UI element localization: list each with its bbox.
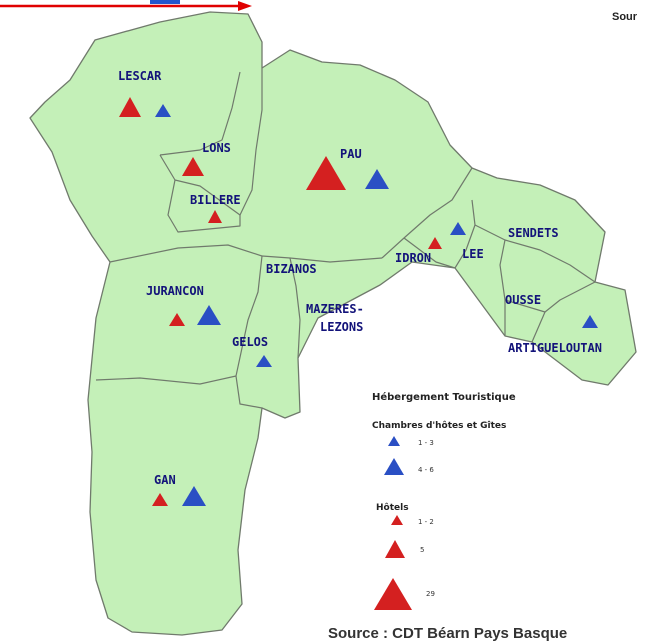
legend-chambres-title: Chambres d'hôtes et Gîtes [372, 420, 506, 431]
legend-chambre-large [384, 458, 404, 475]
legend: Hébergement Touristique Chambres d'hôtes… [372, 391, 516, 610]
header-source-fragment: Sour [612, 11, 638, 23]
label-pau: PAU [340, 147, 362, 161]
label-ousse: OUSSE [505, 293, 541, 307]
label-billere: BILLERE [190, 193, 241, 207]
chambre-marker-artigueloutan [582, 315, 598, 328]
chambre-marker-lee [450, 222, 466, 235]
legend-hotel-small [391, 515, 403, 525]
label-artigueloutan: ARTIGUELOUTAN [508, 341, 602, 355]
label-gelos: GELOS [232, 335, 268, 349]
legend-hotel-medium-label: 5 [420, 546, 424, 554]
legend-hotels-title: Hôtels [376, 502, 409, 513]
legend-hotel-large [374, 578, 412, 610]
label-idron: IDRON [395, 251, 431, 265]
label-lezons: LEZONS [320, 320, 363, 334]
hotel-marker-idron [428, 237, 442, 249]
chambre-marker-gan [182, 486, 206, 506]
label-lons: LONS [202, 141, 231, 155]
label-bizanos: BIZANOS [266, 262, 317, 276]
hotel-markers [119, 97, 442, 506]
commune-borders [95, 68, 596, 409]
label-lescar: LESCAR [118, 69, 162, 83]
commune-labels: LESCAR LONS BILLERE PAU IDRON LEE SENDET… [118, 69, 602, 487]
legend-chambre-small [388, 436, 400, 446]
label-sendets: SENDETS [508, 226, 559, 240]
hotel-marker-lescar [119, 97, 141, 117]
source-caption: Source : CDT Béarn Pays Basque [328, 625, 567, 642]
chambre-marker-lescar [155, 104, 171, 117]
hotel-marker-pau [306, 156, 346, 190]
label-gan: GAN [154, 473, 176, 487]
legend-hotel-small-label: 1 - 2 [418, 518, 434, 526]
legend-chambre-small-label: 1 - 3 [418, 439, 434, 447]
chambre-marker-gelos [256, 355, 272, 367]
label-lee: LEE [462, 247, 484, 261]
hotel-marker-billere [208, 210, 222, 223]
hotel-marker-lons [182, 157, 204, 176]
landmass [29, 11, 637, 636]
label-mazeres: MAZERES- [306, 302, 364, 316]
arrow-head [238, 1, 252, 11]
legend-title: Hébergement Touristique [372, 391, 516, 403]
legend-hotel-large-label: 29 [426, 590, 435, 598]
chambre-marker-pau [365, 169, 389, 189]
chambre-markers [155, 104, 598, 506]
legend-hotel-medium [385, 540, 405, 558]
chambre-marker-jurancon [197, 305, 221, 325]
arrow-blue-fragment [150, 0, 180, 4]
hotel-marker-gan [152, 493, 168, 506]
legend-chambre-large-label: 4 - 6 [418, 466, 434, 474]
hotel-marker-jurancon [169, 313, 185, 326]
label-jurancon: JURANCON [146, 284, 204, 298]
